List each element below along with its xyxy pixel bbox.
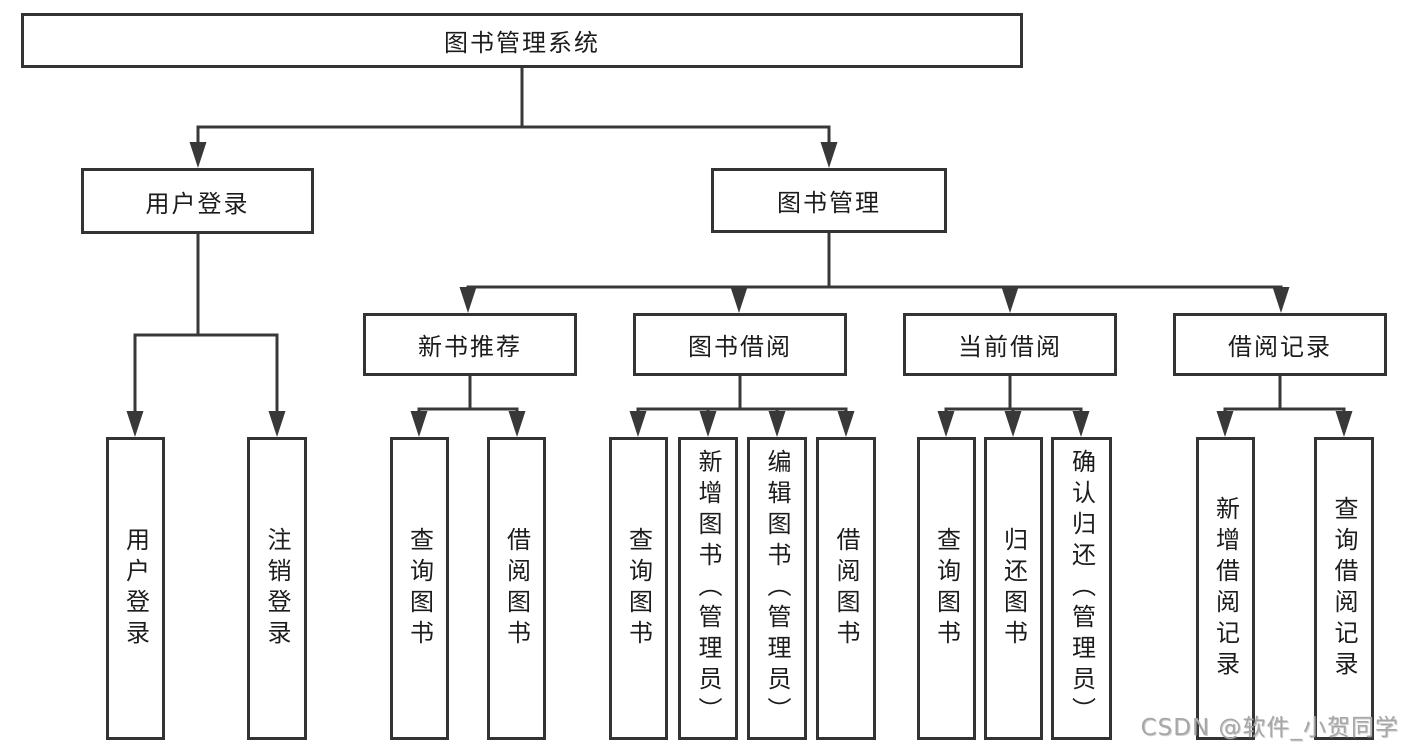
- node-borrow-records: 借阅记录: [1173, 313, 1387, 376]
- node-current-confirm-return-admin: 确认归还（管理员）: [1051, 437, 1112, 740]
- node-label: 用户登录: [121, 526, 150, 651]
- node-label: 归还图书: [999, 526, 1028, 651]
- node-label: 查询借阅记录: [1330, 495, 1358, 682]
- node-label: 借阅图书: [502, 526, 531, 651]
- node-current-query-books: 查询图书: [917, 437, 976, 740]
- node-current-borrowing: 当前借阅: [903, 313, 1117, 376]
- node-user-login-leaf: 用户登录: [106, 437, 165, 740]
- node-label: 新增图书（管理员）: [694, 449, 722, 728]
- node-current-return-books: 归还图书: [984, 437, 1043, 740]
- node-book-management: 图书管理: [711, 168, 947, 233]
- node-label: 确认归还（管理员）: [1067, 449, 1096, 728]
- node-new-book-recommend: 新书推荐: [363, 313, 577, 376]
- node-label: 注销登录: [263, 526, 291, 651]
- node-label: 新增借阅记录: [1211, 495, 1240, 682]
- node-recommend-query-books: 查询图书: [390, 437, 449, 740]
- node-label: 借阅图书: [832, 526, 860, 651]
- node-label: 查询图书: [405, 526, 434, 651]
- node-borrowing-add-books-admin: 新增图书（管理员）: [678, 437, 738, 740]
- node-records-query-record: 查询借阅记录: [1314, 437, 1374, 740]
- node-user-login: 用户登录: [81, 168, 314, 234]
- node-borrowing-borrow-books: 借阅图书: [816, 437, 876, 740]
- node-records-add-record: 新增借阅记录: [1196, 437, 1255, 740]
- node-borrowing-edit-books-admin: 编辑图书（管理员）: [747, 437, 807, 740]
- node-recommend-borrow-books: 借阅图书: [487, 437, 546, 740]
- node-label: 查询图书: [932, 526, 961, 651]
- node-borrowing-query-books: 查询图书: [609, 437, 668, 740]
- node-label: 编辑图书（管理员）: [763, 449, 791, 728]
- node-library-management-system: 图书管理系统: [21, 13, 1023, 68]
- node-book-borrowing: 图书借阅: [633, 313, 847, 376]
- node-logout-leaf: 注销登录: [247, 437, 307, 740]
- node-label: 查询图书: [624, 526, 653, 651]
